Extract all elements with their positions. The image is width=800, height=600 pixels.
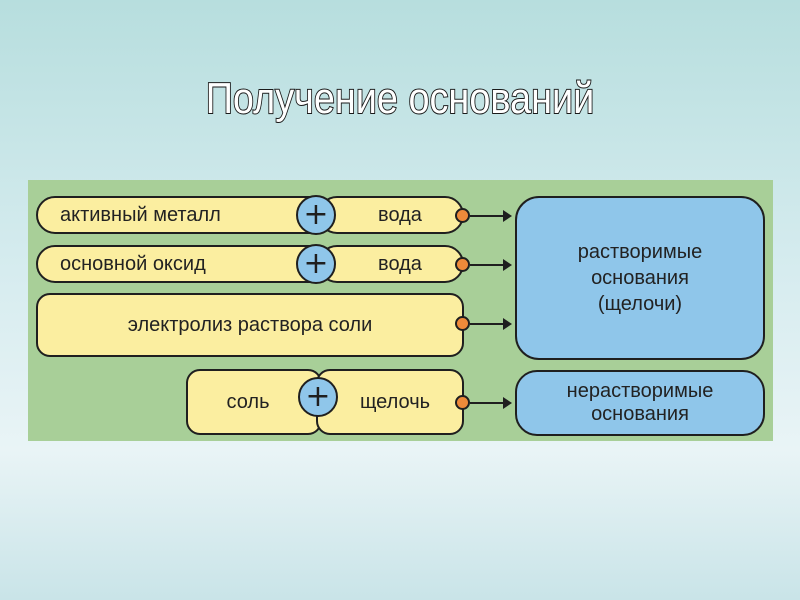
reactant-label: электролиз раствора соли: [127, 313, 373, 336]
connector-dot: [455, 316, 470, 331]
reactant-box-water-2: вода: [318, 245, 464, 283]
reactant-label: основной оксид: [60, 252, 206, 275]
reactant-label: вода: [378, 203, 422, 226]
reactant-label: активный металл: [60, 203, 221, 226]
product-label: основания: [591, 267, 689, 289]
product-box-soluble-bases: растворимые основания (щелочи): [515, 196, 765, 360]
product-label: основания: [591, 403, 689, 425]
product-box-insoluble-bases: нерастворимые основания: [515, 370, 765, 436]
connector-dot: [455, 395, 470, 410]
arrow-right-icon: [470, 318, 512, 330]
reactant-box-active-metal: активный металл: [36, 196, 332, 234]
reactant-label: вода: [378, 252, 422, 275]
reactant-box-electrolysis: электролиз раствора соли: [36, 293, 464, 357]
plus-icon: +: [296, 244, 336, 284]
reactant-box-alkali: щелочь: [316, 369, 464, 435]
arrow-right-icon: [470, 259, 512, 271]
slide-title: Получение оснований: [205, 73, 595, 124]
reactant-label: соль: [226, 390, 270, 413]
connector-dot: [455, 208, 470, 223]
reactant-box-water-1: вода: [318, 196, 464, 234]
arrow-right-icon: [470, 397, 512, 409]
connector-dot: [455, 257, 470, 272]
reactant-box-basic-oxide: основной оксид: [36, 245, 332, 283]
arrow-right-icon: [470, 210, 512, 222]
plus-icon: +: [296, 195, 336, 235]
product-label: нерастворимые: [566, 380, 714, 402]
reactant-label: щелочь: [359, 390, 431, 413]
plus-icon: +: [298, 377, 338, 417]
product-label: растворимые: [577, 241, 703, 263]
product-label: (щелочи): [597, 293, 683, 315]
